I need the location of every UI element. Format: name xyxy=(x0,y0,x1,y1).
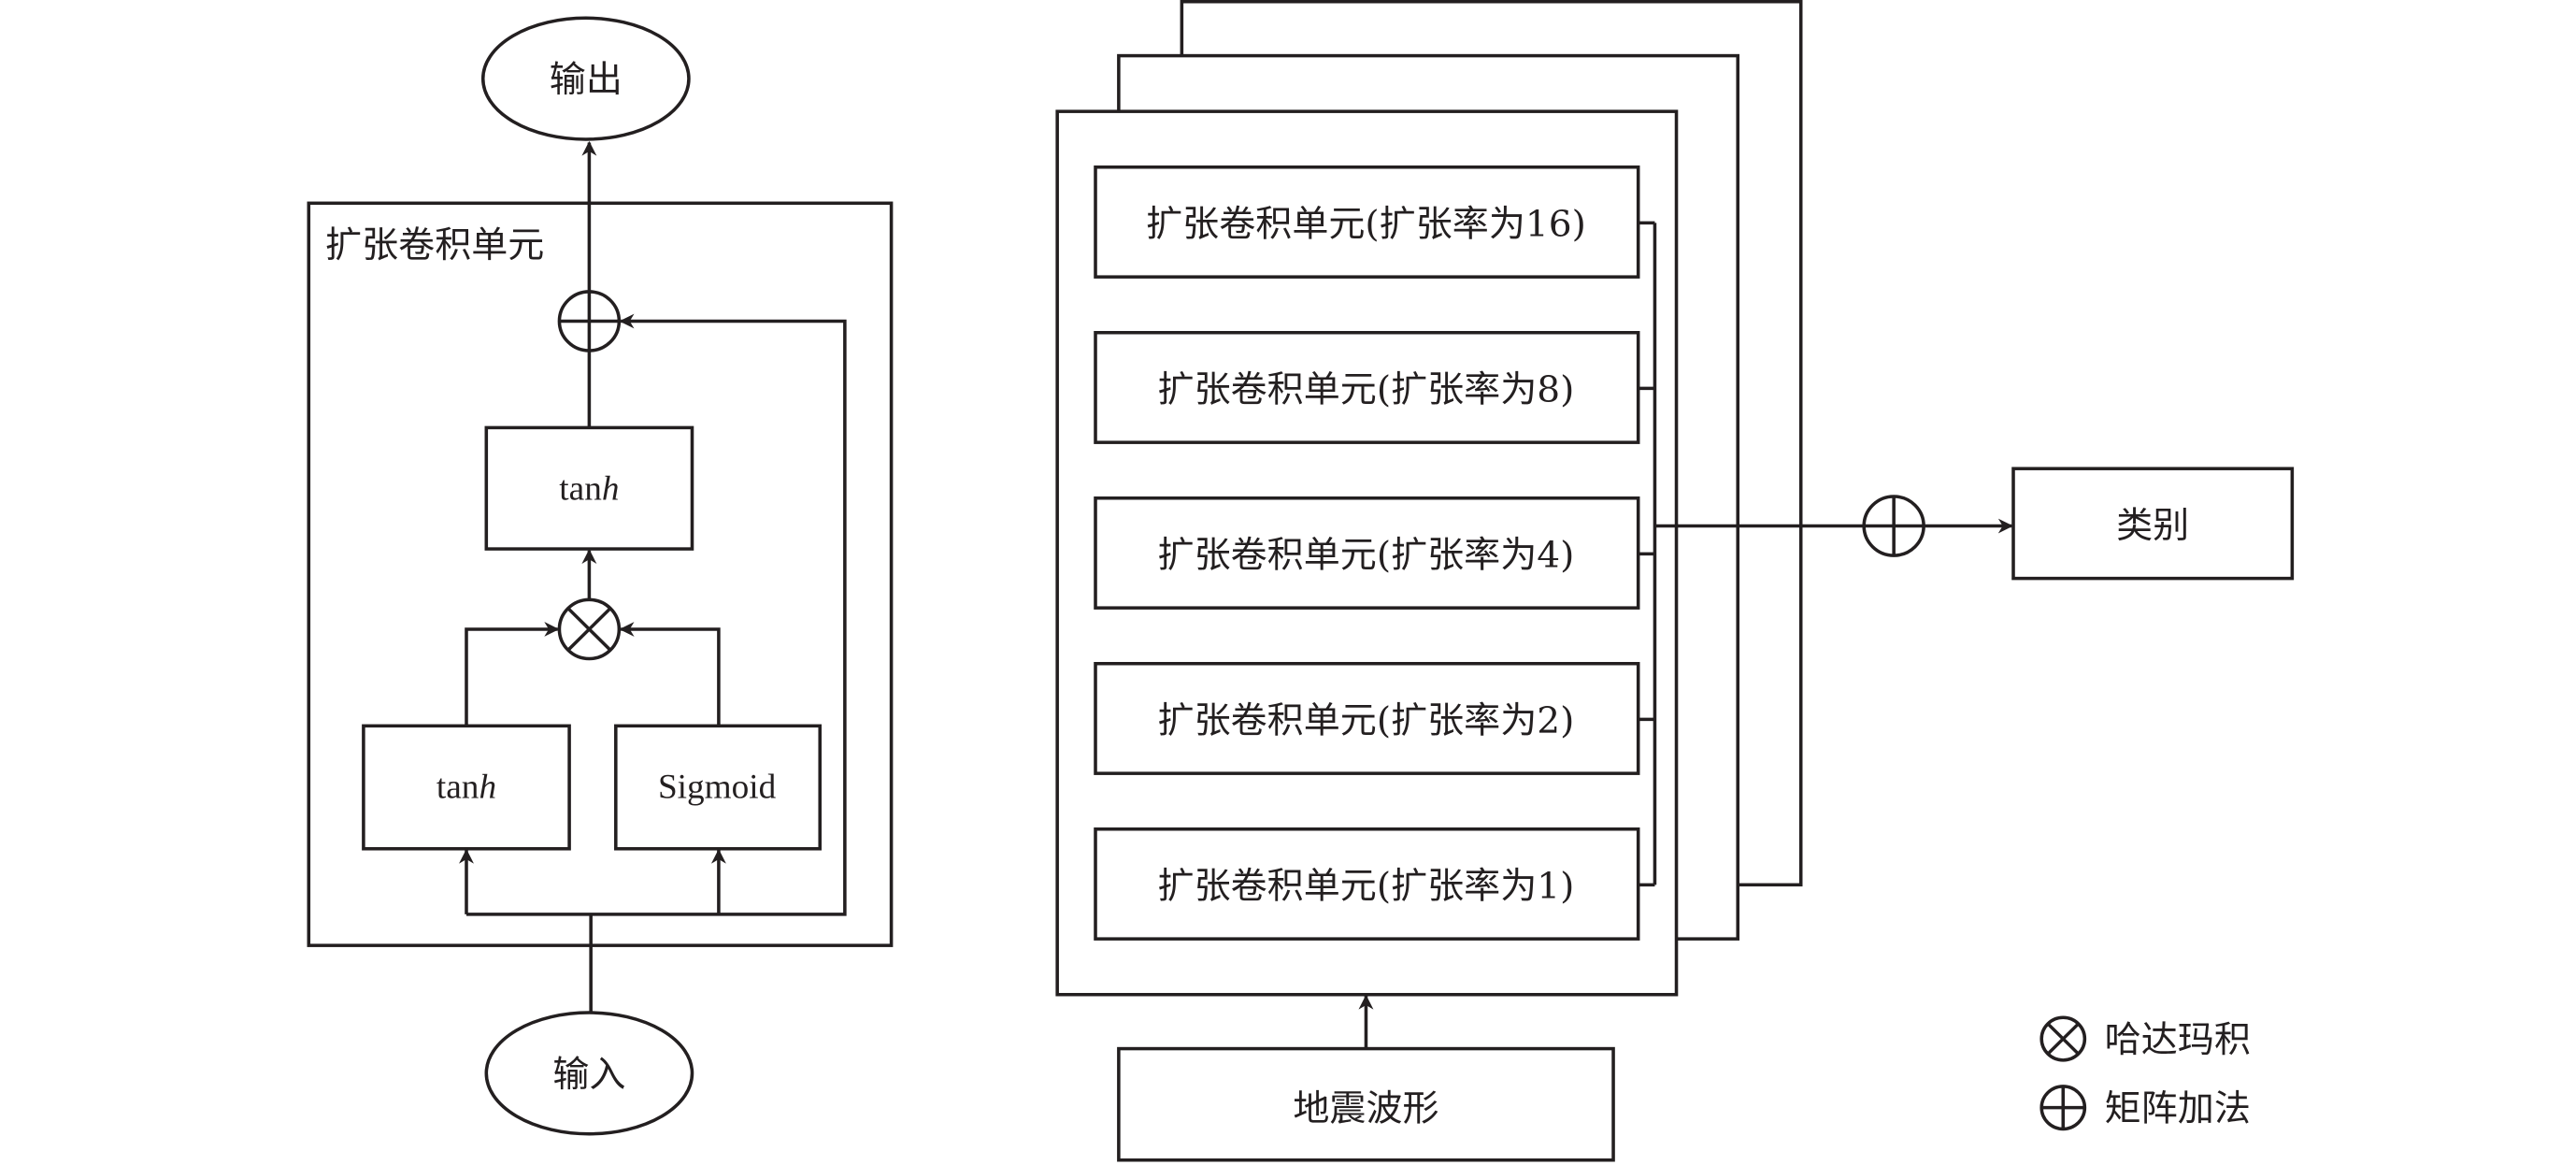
legend-label: 矩阵加法 xyxy=(2105,1088,2251,1130)
class-output-box: 类别 xyxy=(2011,467,2295,581)
tanh-box-top: tanh xyxy=(484,425,694,551)
unit-label: 扩张卷积单元(扩张率为2) xyxy=(1158,700,1575,742)
right-module: 扩张卷积单元(扩张率为16) 扩张卷积单元(扩张率为8) 扩张卷积单元(扩张率为… xyxy=(1055,0,2295,1162)
output-node: 输出 xyxy=(480,16,691,141)
sigmoid-box: Sigmoid xyxy=(614,724,823,851)
left-module: 输出 扩张卷积单元 tanh xyxy=(307,16,894,1136)
tanh-left-base: tan xyxy=(436,769,479,807)
input-node: 输入 xyxy=(484,1011,694,1136)
matrix-addition-node xyxy=(557,290,622,352)
matrix-addition-node-right xyxy=(1862,495,1925,557)
input-bus xyxy=(465,313,847,916)
dilated-unit-rate-2: 扩张卷积单元(扩张率为2) xyxy=(1094,661,1640,775)
class-label: 类别 xyxy=(2116,505,2189,547)
svg-text:tanh: tanh xyxy=(436,769,496,807)
unit-label: 扩张卷积单元(扩张率为4) xyxy=(1158,535,1575,577)
hadamard-product-node xyxy=(557,597,622,661)
unit-label: 扩张卷积单元(扩张率为1) xyxy=(1158,866,1575,908)
svg-text:tanh: tanh xyxy=(559,470,619,509)
unit-label: 扩张卷积单元(扩张率为8) xyxy=(1158,369,1575,411)
dilated-unit-rate-4: 扩张卷积单元(扩张率为4) xyxy=(1094,496,1640,610)
matrix-addition-icon xyxy=(2039,1085,2087,1131)
hadamard-product-icon xyxy=(2039,1015,2087,1062)
sigmoid-label: Sigmoid xyxy=(658,769,777,807)
legend-item-hadamard: 哈达玛积 xyxy=(2039,1015,2251,1062)
dilated-unit-rate-1: 扩张卷积单元(扩张率为1) xyxy=(1094,827,1640,941)
legend-item-addition: 矩阵加法 xyxy=(2039,1085,2251,1131)
tanh-box-left: tanh xyxy=(362,724,571,851)
tanh-top-base: tan xyxy=(559,470,602,509)
legend: 哈达玛积 矩阵加法 xyxy=(2039,1015,2251,1131)
container-title: 扩张卷积单元 xyxy=(325,224,544,266)
tanh-left-italic: h xyxy=(479,769,496,807)
legend-label: 哈达玛积 xyxy=(2105,1019,2251,1061)
skip-collector xyxy=(1638,221,1657,887)
dilated-unit-rate-8: 扩张卷积单元(扩张率为8) xyxy=(1094,330,1640,444)
dilated-unit-rate-16: 扩张卷积单元(扩张率为16) xyxy=(1094,165,1640,279)
arrow-sigmoid-to-mul xyxy=(619,622,721,726)
waveform-label: 地震波形 xyxy=(1293,1088,1438,1130)
unit-label: 扩张卷积单元(扩张率为16) xyxy=(1146,204,1586,246)
output-label: 输出 xyxy=(550,59,623,101)
waveform-input-box: 地震波形 xyxy=(1117,1046,1615,1162)
arrow-tanh-to-mul xyxy=(465,622,560,726)
input-label: 输入 xyxy=(552,1054,625,1096)
tanh-top-italic: h xyxy=(602,470,620,509)
